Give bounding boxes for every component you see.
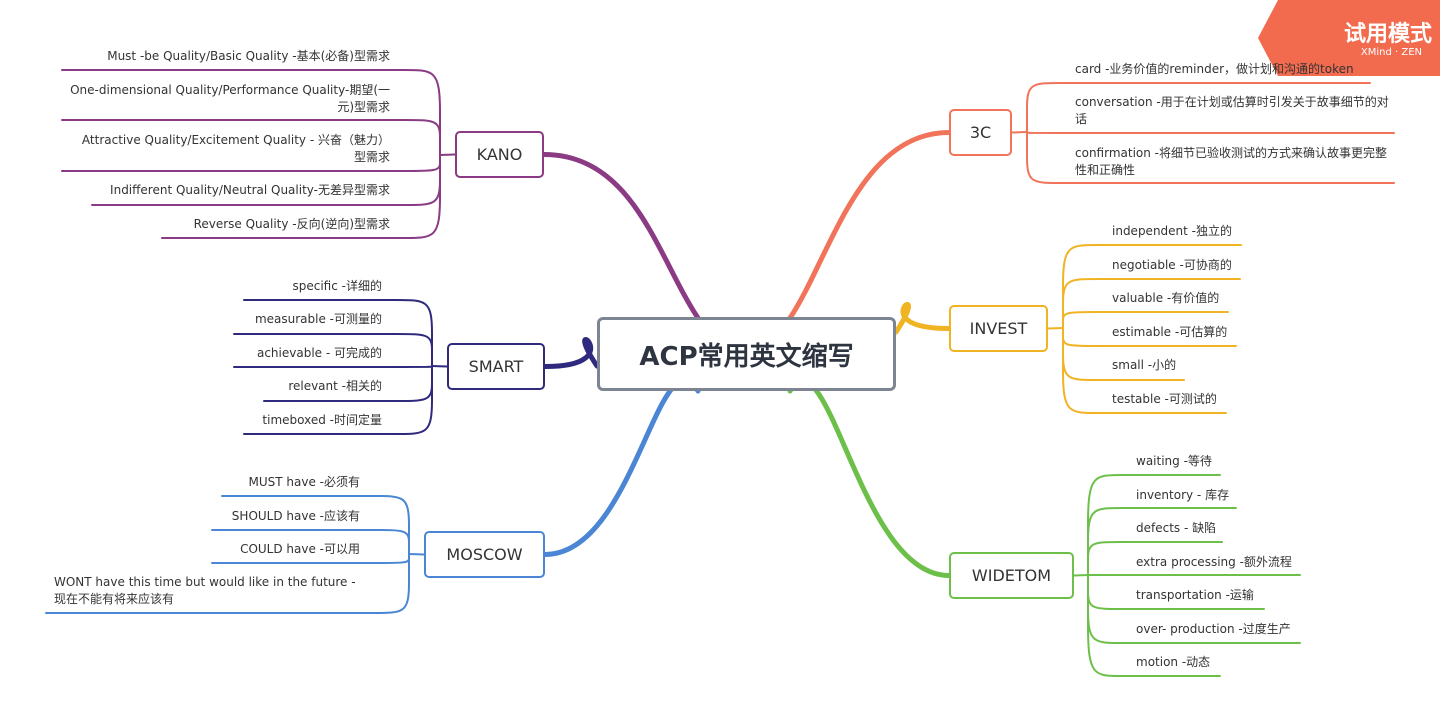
invest-leaf-link: [1062, 327, 1099, 414]
kano-leaf-link: [403, 154, 441, 206]
widetom-leaf-link: [1087, 507, 1123, 576]
widetom-trunk: [787, 379, 952, 578]
kano-leaf-link: [403, 154, 441, 239]
c3-leaf-link: [1026, 131, 1062, 134]
moscow-leaf[interactable]: COULD have -可以用: [240, 542, 360, 556]
invest-leaf[interactable]: valuable -有价值的: [1112, 291, 1220, 305]
c3-leaf[interactable]: confirmation -将细节已验收测试的方式来确认故事更完整性和正确性: [1075, 146, 1388, 177]
invest-leaf[interactable]: testable -可测试的: [1112, 392, 1217, 406]
kano-hub-link: [439, 153, 456, 156]
branch-invest[interactable]: INVEST: [949, 305, 1048, 352]
invest-hub-link: [1047, 327, 1064, 330]
moscow-leaf-link: [373, 553, 410, 614]
kano-leaf-link: [403, 119, 441, 156]
invest-leaf[interactable]: independent -独立的: [1112, 224, 1233, 238]
kano-leaf[interactable]: Indifferent Quality/Neutral Quality-无差异型…: [110, 183, 390, 197]
widetom-leaf-link: [1087, 574, 1123, 610]
moscow-leaf-link: [373, 529, 410, 555]
moscow-leaf[interactable]: WONT have this time but would like in th…: [54, 575, 356, 606]
invest-leaf-link: [1062, 311, 1099, 329]
smart-leaf[interactable]: timeboxed -时间定量: [262, 413, 382, 427]
invest-leaf[interactable]: small -小的: [1112, 358, 1177, 372]
kano-leaf-link: [403, 154, 441, 172]
invest-leaf-link: [1062, 327, 1099, 347]
badge-shape: [1258, 0, 1440, 76]
trial-mode-label: 试用模式: [1343, 22, 1432, 47]
invest-trunk: [893, 301, 952, 335]
widetom-leaf-link: [1087, 574, 1123, 677]
smart-leaf[interactable]: measurable -可测量的: [254, 312, 382, 326]
smart-leaf[interactable]: specific -详细的: [292, 279, 383, 293]
c3-hub-link: [1011, 131, 1028, 134]
kano-trunk: [541, 152, 701, 321]
smart-leaf-link: [395, 365, 433, 368]
widetom-leaf[interactable]: inventory - 库存: [1136, 488, 1230, 502]
kano-leaf-link: [403, 69, 441, 156]
c3-trunk: [787, 130, 952, 321]
invest-leaf[interactable]: negotiable -可协商的: [1112, 258, 1232, 272]
branch-kano[interactable]: KANO: [455, 131, 544, 178]
smart-leaf-link: [395, 365, 433, 435]
widetom-leaf[interactable]: over- production -过度生产: [1136, 622, 1291, 636]
smart-leaf[interactable]: relevant -相关的: [288, 379, 382, 393]
c3-leaf-link: [1026, 131, 1062, 184]
invest-leaf[interactable]: estimable -可估算的: [1112, 325, 1228, 339]
kano-leaf[interactable]: Must -be Quality/Basic Quality -基本(必备)型需…: [107, 49, 390, 63]
branch-widetom[interactable]: WIDETOM: [949, 552, 1074, 599]
invest-leaf-link: [1062, 278, 1099, 329]
smart-trunk: [542, 337, 600, 369]
moscow-leaf[interactable]: SHOULD have -应该有: [231, 509, 360, 523]
widetom-leaf[interactable]: extra processing -额外流程: [1136, 555, 1292, 569]
invest-leaf-link: [1062, 327, 1099, 381]
widetom-leaf[interactable]: defects - 缺陷: [1136, 521, 1217, 535]
kano-leaf[interactable]: Reverse Quality -反向(逆向)型需求: [193, 217, 390, 231]
xmind-zen-logo: XMind · ZEN: [1360, 47, 1422, 58]
moscow-leaf-link: [373, 553, 410, 564]
moscow-trunk: [542, 378, 701, 557]
c3-leaf[interactable]: card -业务价值的reminder，做计划和沟通的token: [1075, 62, 1354, 76]
smart-leaf-link: [395, 365, 433, 402]
c3-leaf-link: [1026, 82, 1062, 133]
widetom-leaf[interactable]: waiting -等待: [1136, 454, 1212, 468]
smart-leaf-link: [395, 299, 433, 367]
smart-leaf-link: [395, 333, 433, 367]
moscow-leaf-link: [373, 495, 410, 555]
branch-moscow[interactable]: MOSCOW: [424, 531, 545, 578]
kano-leaf[interactable]: Attractive Quality/Excitement Quality - …: [81, 133, 390, 164]
smart-hub-link: [431, 365, 448, 368]
widetom-leaf-link: [1087, 474, 1123, 576]
widetom-hub-link: [1073, 574, 1089, 577]
moscow-hub-link: [408, 553, 425, 556]
trial-mode-badge[interactable]: [1258, 0, 1440, 76]
invest-leaf-link: [1062, 244, 1099, 329]
smart-leaf[interactable]: achievable - 可完成的: [256, 346, 382, 360]
branch-c3[interactable]: 3C: [949, 109, 1012, 156]
branch-smart[interactable]: SMART: [447, 343, 545, 390]
widetom-leaf[interactable]: motion -动态: [1136, 655, 1211, 669]
central-topic[interactable]: ACP常用英文缩写: [597, 317, 896, 391]
widetom-leaf[interactable]: transportation -运输: [1136, 588, 1254, 602]
c3-leaf[interactable]: conversation -用于在计划或估算时引发关于故事细节的对话: [1075, 95, 1389, 126]
kano-leaf[interactable]: One-dimensional Quality/Performance Qual…: [70, 83, 390, 114]
moscow-leaf[interactable]: MUST have -必须有: [248, 475, 361, 489]
widetom-leaf-link: [1087, 541, 1123, 576]
